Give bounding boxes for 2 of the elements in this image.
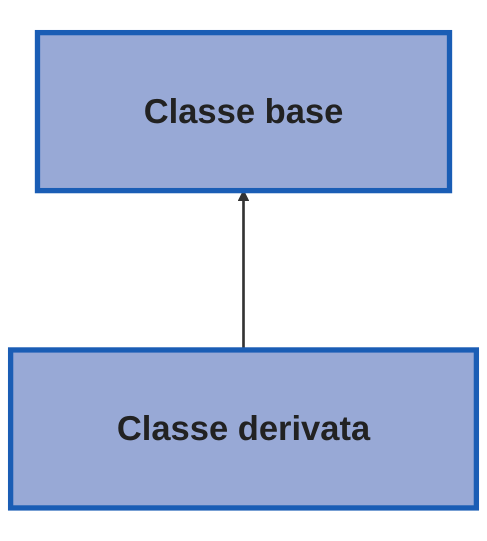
- class-box: Classe derivata: [8, 348, 480, 511]
- class-box: Classe base: [34, 30, 452, 194]
